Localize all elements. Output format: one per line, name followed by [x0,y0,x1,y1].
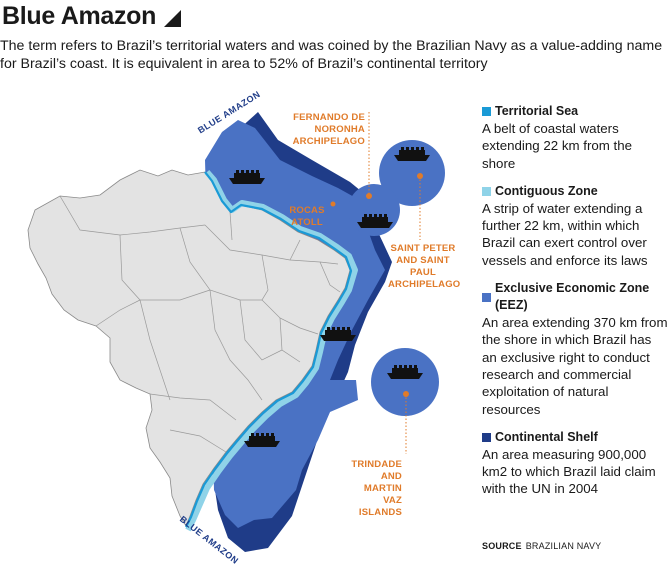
location-dot-icon [366,193,372,199]
source-label: SOURCE [482,541,522,551]
page-title: Blue Amazon [2,2,182,31]
legend-item-territorial-sea: Territorial Sea A belt of coastal waters… [482,104,633,171]
title-text: Blue Amazon [2,2,157,30]
trindade-eez [371,348,439,416]
callout-lines [368,112,421,454]
state-borders [59,195,341,453]
eez-swatch [482,292,491,302]
location-dot-icon [403,391,409,397]
fernando-eez [348,184,400,236]
location-dot-icon [417,173,423,179]
territorial-sea-swatch [482,107,491,116]
continental-shelf-swatch [482,432,491,442]
legend-item-contiguous-zone: Contiguous Zone A strip of water extendi… [482,183,648,268]
legend-item-eez: Exclusive Economic Zone (EEZ) An area ex… [482,281,668,417]
contiguous-zone-line [185,170,358,532]
source-text: BRAZILIAN NAVY [525,541,602,551]
legend: Territorial Sea A belt of coastal waters… [482,103,668,509]
page-subtitle: The term refers to Brazil’s territorial … [0,38,663,72]
trindade-callout: TRINDADE AND MARTIN VAZ ISLANDS [351,459,402,518]
legend-item-continental-shelf: Continental Shelf An area measuring 900,… [482,429,656,497]
contiguous-zone-swatch [482,186,491,196]
saint-peter-callout: SAINT PETER AND SAINT PAUL ARCHIPELAGO [388,243,461,290]
fernando-callout: FERNANDO DE NORONHA ARCHIPELAGO [292,112,365,147]
triangle-icon [164,10,182,27]
location-dot-icon [330,201,336,207]
territorial-sea-line [185,171,353,528]
rocas-callout: ROCAS ATOLL [289,205,325,228]
